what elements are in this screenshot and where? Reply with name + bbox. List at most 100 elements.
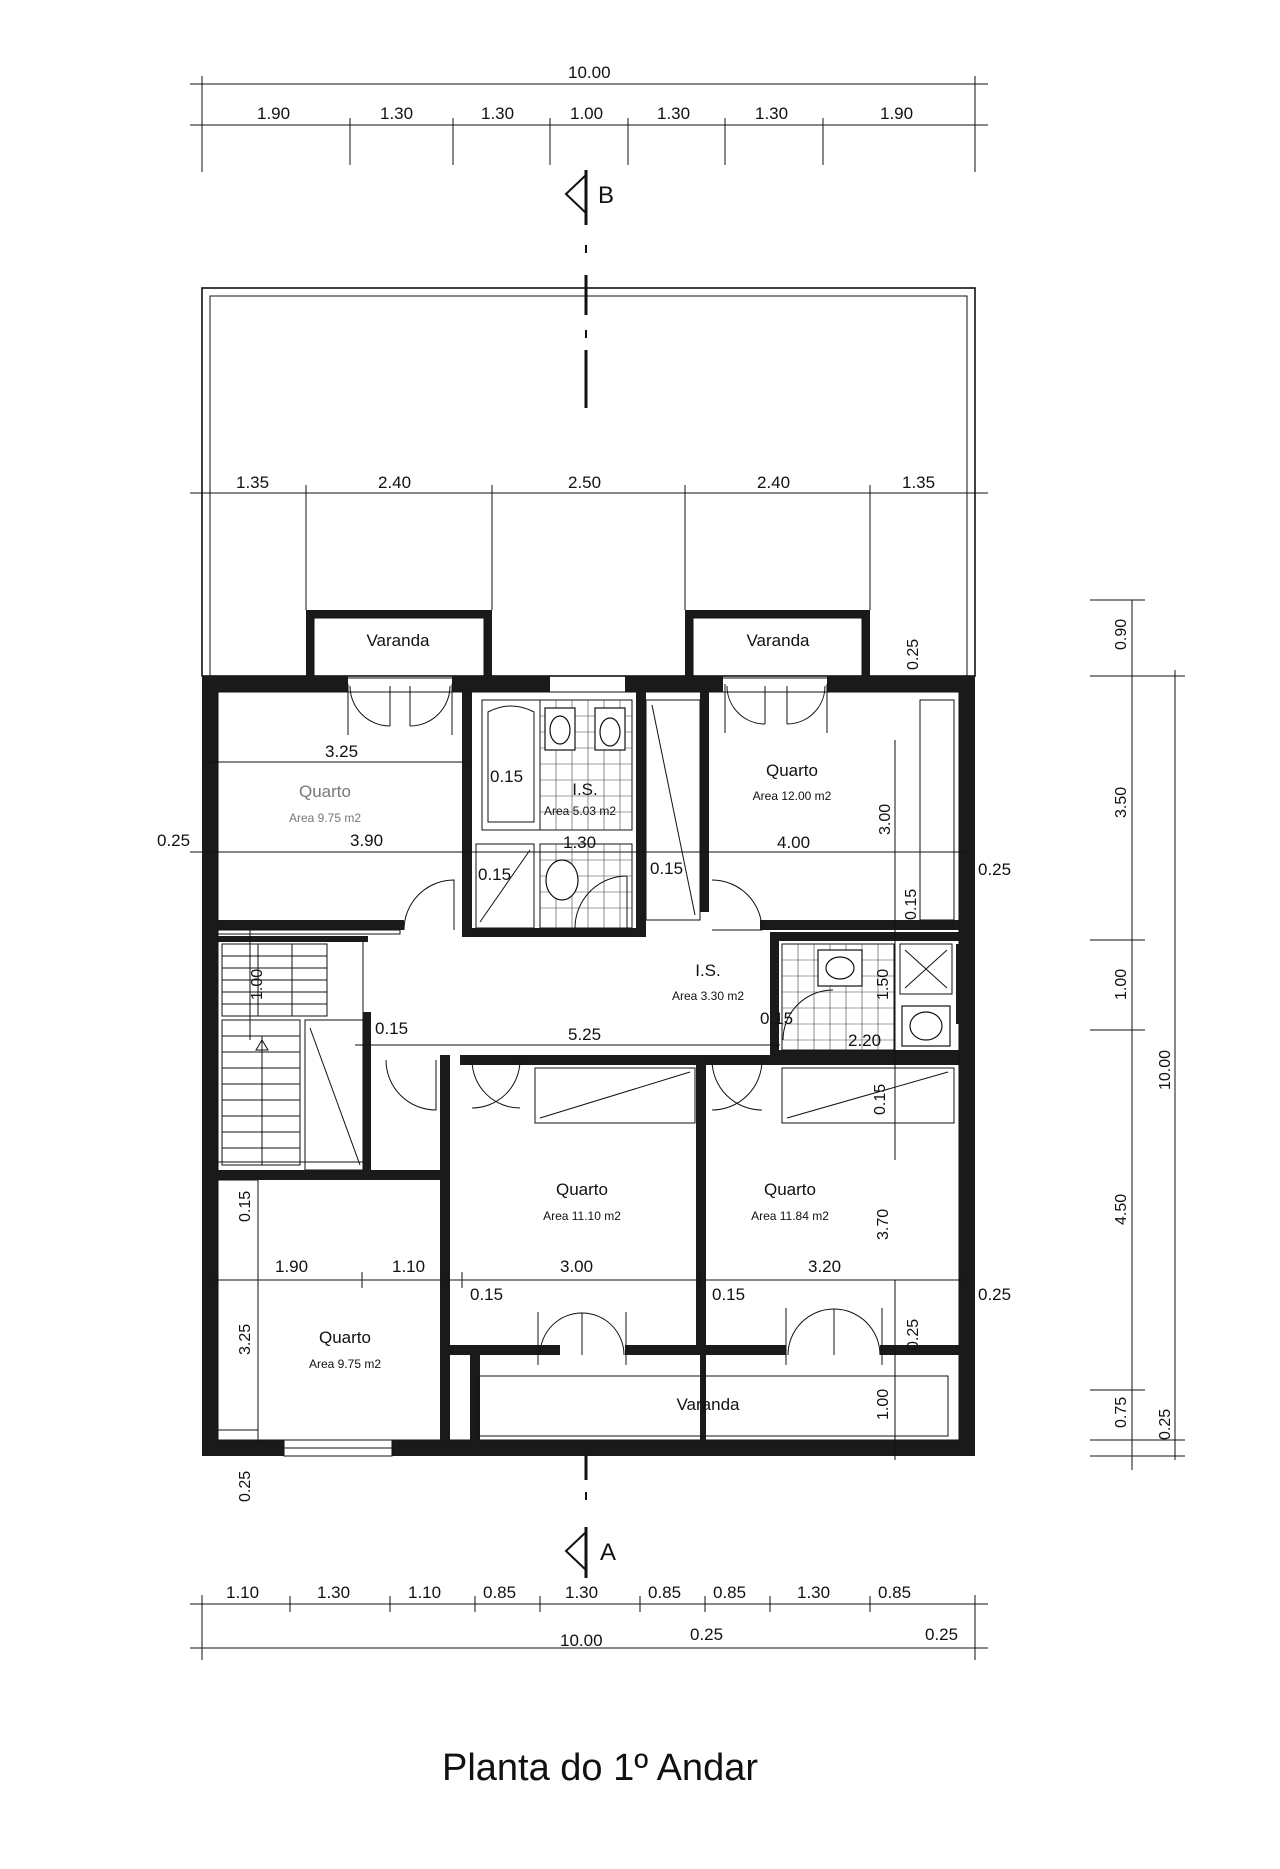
dim-bottom-3: 1.10	[408, 1583, 441, 1602]
quarto-ne-area: Area 12.00 m2	[753, 789, 832, 803]
section-marker-a: A	[564, 1455, 616, 1578]
dim-110: 1.10	[392, 1257, 425, 1276]
dim-100-stair: 1.00	[249, 969, 266, 1000]
quarto-se-name: Quarto	[764, 1180, 816, 1199]
dim-bottom-6: 0.85	[648, 1583, 681, 1602]
quarto-sw-area: Area 9.75 m2	[309, 1357, 381, 1371]
section-marker-b: B	[564, 170, 614, 408]
interior-walls	[217, 692, 959, 1450]
dim-terrace-3: 2.50	[568, 473, 601, 492]
dim-bottom-5: 1.30	[565, 1583, 598, 1602]
dim-015-a: 0.15	[490, 767, 523, 786]
dim-top-5: 1.30	[657, 104, 690, 123]
dim-terrace-5: 1.35	[902, 473, 935, 492]
dim-015-v-c: 0.15	[237, 1191, 254, 1222]
bathroom-top	[475, 699, 633, 929]
dim-300: 3.00	[560, 1257, 593, 1276]
dim-right-total: 10.00	[1157, 1050, 1174, 1090]
dim-390: 3.90	[350, 831, 383, 850]
dim-bottom-4: 0.85	[483, 1583, 516, 1602]
dim-130: 1.30	[563, 833, 596, 852]
dim-bottom-8: 1.30	[797, 1583, 830, 1602]
dim-right-4: 4.50	[1113, 1194, 1130, 1225]
dim-terrace-1: 1.35	[236, 473, 269, 492]
is-top-area: Area 5.03 m2	[544, 804, 616, 818]
dim-190: 1.90	[275, 1257, 308, 1276]
dim-100-v: 1.00	[875, 1389, 892, 1420]
dim-015-e: 0.15	[712, 1285, 745, 1304]
dim-top-total: 10.00	[568, 63, 611, 82]
dim-terrace-2: 2.40	[378, 473, 411, 492]
dim-325-a: 3.25	[325, 742, 358, 761]
dim-025-right-b: 0.25	[978, 1285, 1011, 1304]
quarto-nw-area: Area 9.75 m2	[289, 811, 361, 825]
balcony-left: Varanda	[306, 610, 492, 679]
dim-bottom-1: 1.10	[226, 1583, 259, 1602]
dim-025-left: 0.25	[157, 831, 190, 850]
varanda-bottom-label: Varanda	[676, 1395, 740, 1414]
section-label-a: A	[600, 1539, 616, 1566]
quarto-sc-area: Area 11.10 m2	[543, 1209, 621, 1223]
dim-top-2: 1.30	[380, 104, 413, 123]
varanda-left-label: Varanda	[366, 631, 430, 650]
dim-right-1: 0.90	[1113, 619, 1130, 650]
right-dimension-chain: 0.90 3.50 1.00 4.50 0.75 10.00 0.25	[1090, 599, 1185, 1470]
quarto-nw-name: Quarto	[299, 782, 351, 801]
dim-320: 3.20	[808, 1257, 841, 1276]
plan-title: Planta do 1º Andar	[442, 1747, 758, 1789]
dim-bottom-9: 0.85	[878, 1583, 911, 1602]
dim-015-v-a: 0.15	[903, 889, 920, 920]
balcony-right: Varanda	[685, 610, 870, 679]
dim-bottom-7: 0.85	[713, 1583, 746, 1602]
quarto-sc-name: Quarto	[556, 1180, 608, 1199]
dim-300-v: 3.00	[877, 804, 894, 835]
dim-325-v: 3.25	[237, 1324, 254, 1355]
dim-025-v-bottom: 0.25	[237, 1471, 254, 1502]
dim-370-v: 3.70	[875, 1209, 892, 1240]
dim-bottom-2: 1.30	[317, 1583, 350, 1602]
dim-015-b: 0.15	[478, 865, 511, 884]
section-label-b: B	[598, 182, 614, 209]
dim-400: 4.00	[777, 833, 810, 852]
dim-015-v-b: 0.15	[872, 1084, 889, 1115]
dim-015-is: 0.15	[760, 1009, 793, 1028]
dim-right-3: 1.00	[1113, 969, 1130, 1000]
bathroom-mid	[781, 943, 970, 1051]
dim-right-2: 3.50	[1113, 787, 1130, 818]
dim-bottom-total: 10.00	[560, 1631, 603, 1650]
dim-bottom-right-a: 0.25	[690, 1625, 723, 1644]
is-mid-name: I.S.	[695, 961, 721, 980]
dim-025-top-v: 0.25	[905, 639, 922, 670]
dim-150-v: 1.50	[875, 969, 892, 1000]
quarto-ne-name: Quarto	[766, 761, 818, 780]
dim-220: 2.20	[848, 1031, 881, 1050]
dim-bottom-right-b: 0.25	[925, 1625, 958, 1644]
staircase	[221, 943, 328, 1166]
varanda-right-label: Varanda	[746, 631, 810, 650]
exterior-walls	[202, 676, 975, 1456]
dim-025-right-a: 0.25	[978, 860, 1011, 879]
dim-top-7: 1.90	[880, 104, 913, 123]
dim-015-d: 0.15	[470, 1285, 503, 1304]
dim-terrace-4: 2.40	[757, 473, 790, 492]
dim-525: 5.25	[568, 1025, 601, 1044]
bottom-dimension-chain: 1.10 1.30 1.10 0.85 1.30 0.85 0.85 1.30 …	[190, 1583, 988, 1660]
room-labels: Quarto Area 9.75 m2 I.S. Area 5.03 m2 Qu…	[289, 761, 832, 1414]
dim-top-3: 1.30	[481, 104, 514, 123]
dim-top-6: 1.30	[755, 104, 788, 123]
is-top-name: I.S.	[572, 780, 598, 799]
dim-right-5: 0.75	[1113, 1397, 1130, 1428]
inner-dimensions: 3.25 3.90 0.25 0.15 0.15 1.30 0.15 4.00 …	[157, 639, 1011, 1502]
is-mid-area: Area 3.30 m2	[672, 989, 744, 1003]
dim-015-hall: 0.15	[375, 1019, 408, 1038]
dim-top-1: 1.90	[257, 104, 290, 123]
dim-025-v-b: 0.25	[905, 1319, 922, 1350]
dim-015-c: 0.15	[650, 859, 683, 878]
top-dimension-chain: 10.00 1.90 1.30 1.30 1.00 1.30 1.30 1.90	[190, 63, 988, 172]
terrace: 1.35 2.40 2.50 2.40 1.35	[190, 287, 988, 677]
quarto-sw-name: Quarto	[319, 1328, 371, 1347]
doors	[283, 684, 883, 1457]
dim-right-small: 0.25	[1157, 1409, 1174, 1440]
quarto-se-area: Area 11.84 m2	[751, 1209, 829, 1223]
